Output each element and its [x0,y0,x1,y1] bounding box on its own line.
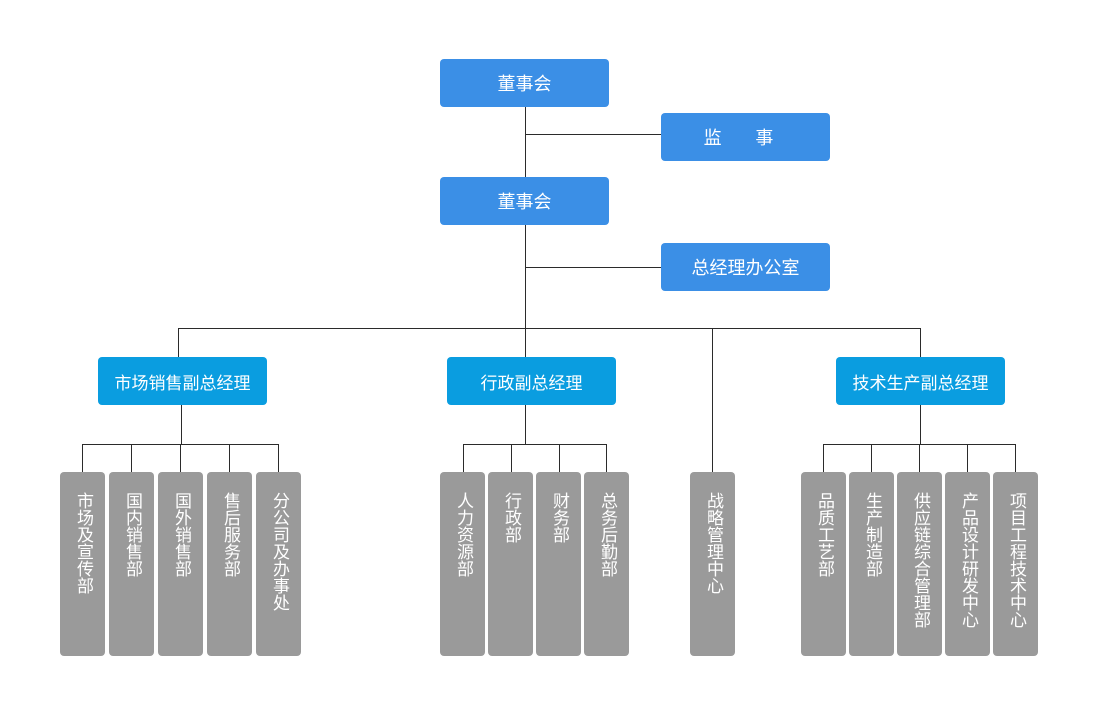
connector-line [181,405,182,445]
dept-label: 国外销售部 [171,492,191,577]
strategy-box: 战略管理中心 [690,472,735,656]
connector-line [559,444,560,472]
gm-office-box: 总经理办公室 [661,243,830,291]
dept-box: 生产制造部 [849,472,894,656]
vp-sales-box: 市场销售副总经理 [98,357,267,405]
connector-line [606,444,607,472]
connector-line [131,444,132,472]
connector-line [511,444,512,472]
strategy-label: 战略管理中心 [703,492,723,594]
dept-label: 供应链综合管理部 [910,492,930,628]
dept-label: 产品设计研发中心 [958,492,978,628]
dept-label: 品质工艺部 [814,492,834,577]
connector-line [871,444,872,472]
connector-line [178,328,179,358]
dept-box: 项目工程技术中心 [993,472,1038,656]
dept-box: 品质工艺部 [801,472,846,656]
dept-box: 产品设计研发中心 [945,472,990,656]
dept-box: 财务部 [536,472,581,656]
connector-line [967,444,968,472]
dept-label: 生产制造部 [862,492,882,577]
dept-label: 行政部 [501,492,521,543]
dept-box: 售后服务部 [207,472,252,656]
dept-label: 售后服务部 [220,492,240,577]
connector-line [463,444,464,472]
board-label-2: 董事会 [497,192,552,213]
dept-box: 总务后勤部 [584,472,629,656]
supervisor-box: 监 事 [661,113,830,161]
connector-line [712,328,713,472]
dept-box: 国外销售部 [158,472,203,656]
vp-admin-box: 行政副总经理 [447,357,616,405]
connector-line [920,405,921,445]
vp-tech-box: 技术生产副总经理 [836,357,1005,405]
connector-line [526,134,661,135]
connector-line [823,444,824,472]
board-box-2: 董事会 [440,177,609,225]
vp-admin-label: 行政副总经理 [480,373,583,394]
dept-box: 供应链综合管理部 [897,472,942,656]
dept-label: 国内销售部 [122,492,142,577]
connector-line [278,444,279,472]
supervisor-label: 监 事 [703,128,788,149]
dept-label: 市场及宣传部 [73,492,93,594]
connector-line [180,444,181,472]
connector-line [526,267,661,268]
connector-line [1015,444,1016,472]
connector-line [525,225,526,329]
dept-box: 分公司及办事处 [256,472,301,656]
dept-label: 分公司及办事处 [269,492,289,611]
dept-label: 人力资源部 [453,492,473,577]
gm-office-label: 总经理办公室 [691,258,800,279]
connector-line [525,405,526,445]
dept-label: 财务部 [549,492,569,543]
dept-label: 总务后勤部 [597,492,617,577]
dept-label: 项目工程技术中心 [1006,492,1026,628]
connector-line [463,444,607,445]
dept-box: 市场及宣传部 [60,472,105,656]
vp-sales-label: 市场销售副总经理 [114,373,251,394]
dept-box: 人力资源部 [440,472,485,656]
board-label: 董事会 [497,74,552,95]
connector-line [178,328,921,329]
connector-line [525,328,526,358]
dept-box: 行政部 [488,472,533,656]
connector-line [229,444,230,472]
dept-box: 国内销售部 [109,472,154,656]
connector-line [919,444,920,472]
connector-line [920,328,921,358]
connector-line [525,107,526,177]
connector-line [82,444,83,472]
board-box: 董事会 [440,59,609,107]
vp-tech-label: 技术生产副总经理 [852,373,989,394]
